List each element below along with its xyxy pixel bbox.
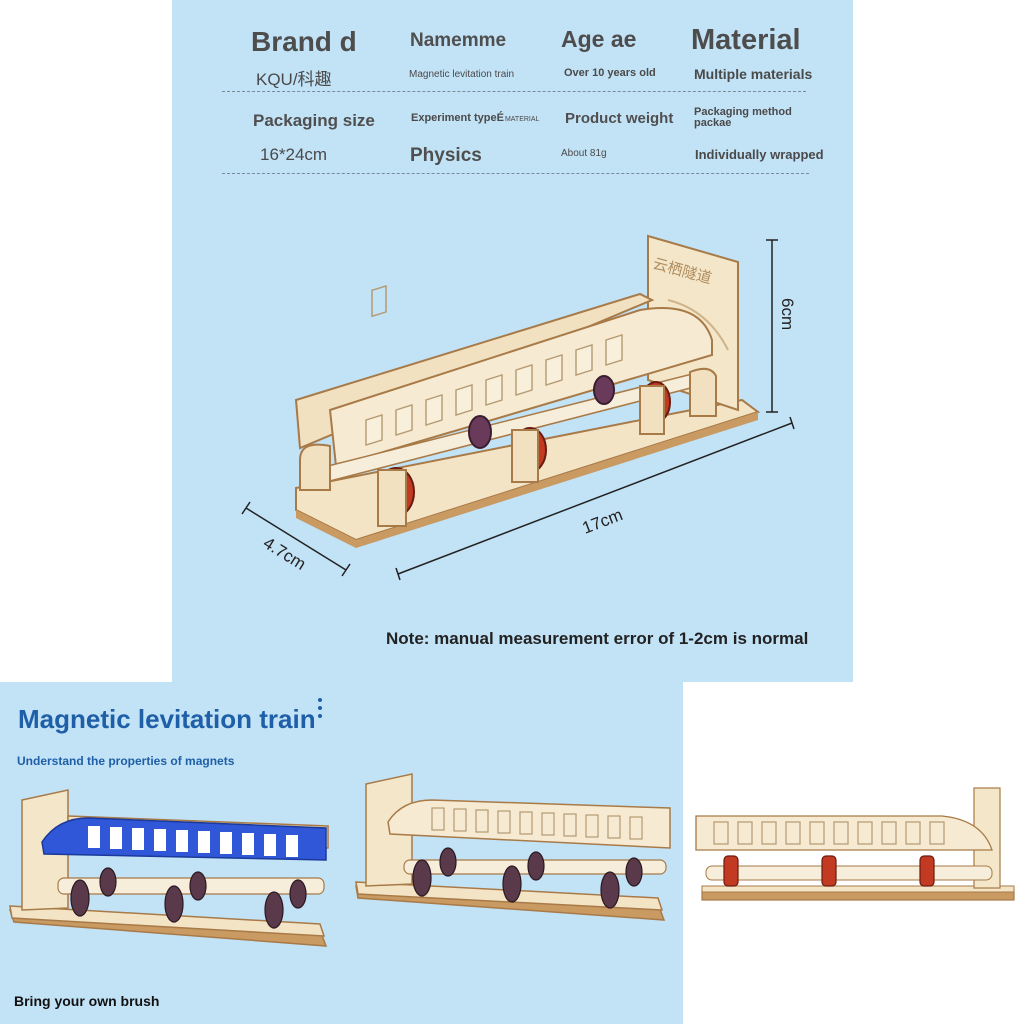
dimension-height-label: 6cm bbox=[778, 298, 797, 330]
dimension-width bbox=[241, 501, 351, 577]
product-view-wood bbox=[355, 773, 671, 921]
measurement-note: Note: manual measurement error of 1-2cm … bbox=[386, 629, 809, 648]
train-windows bbox=[365, 334, 623, 446]
name-label: Namemme bbox=[410, 30, 507, 51]
packaging-method-label: Packaging method packae bbox=[694, 107, 792, 129]
product-weight-value-unit: 81g bbox=[589, 148, 607, 159]
experiment-type-label-text: Experiment type bbox=[411, 112, 497, 124]
packaging-size-label: Packaging size bbox=[253, 111, 375, 130]
product-weight-value-main: About bbox=[561, 148, 588, 159]
packaging-method-label-line2: packae bbox=[694, 117, 732, 129]
packaging-method-label-line1: Packaging method bbox=[694, 106, 792, 118]
material-label: Material bbox=[691, 24, 801, 56]
brand-value: KQU/科趣 bbox=[256, 70, 332, 89]
title-dots bbox=[318, 698, 324, 722]
experiment-type-value: Physics bbox=[410, 145, 482, 166]
divider-1 bbox=[222, 91, 806, 92]
age-value: Over 10 years old bbox=[564, 67, 656, 79]
divider-2 bbox=[222, 173, 809, 174]
packaging-size-value: 16*24cm bbox=[260, 145, 328, 164]
product-view-side bbox=[695, 787, 1015, 901]
product-weight-value: About 81g bbox=[561, 148, 607, 159]
dimension-length bbox=[395, 416, 795, 581]
product-view-blue bbox=[8, 789, 329, 947]
section-subtitle: Understand the properties of magnets bbox=[17, 754, 235, 768]
experiment-type-label-mark: MATERIAL bbox=[504, 116, 540, 123]
dimension-width-label: 4.7cm bbox=[260, 533, 309, 574]
experiment-type-label-suffix: É bbox=[496, 112, 504, 124]
packaging-method-value: Individually wrapped bbox=[695, 147, 824, 162]
dimension-height bbox=[766, 239, 778, 413]
dimension-length-label: 17cm bbox=[580, 505, 626, 538]
footer-note: Bring your own brush bbox=[14, 993, 160, 1009]
material-value: Multiple materials bbox=[694, 66, 813, 82]
product-weight-label: Product weight bbox=[565, 110, 674, 127]
experiment-type-label: Experiment typeÉMATERIAL bbox=[411, 112, 539, 124]
name-value: Magnetic levitation train bbox=[409, 69, 515, 80]
section-title: Magnetic levitation train bbox=[18, 704, 316, 734]
brand-label: Brand d bbox=[251, 26, 357, 57]
age-label: Age ae bbox=[561, 26, 637, 52]
